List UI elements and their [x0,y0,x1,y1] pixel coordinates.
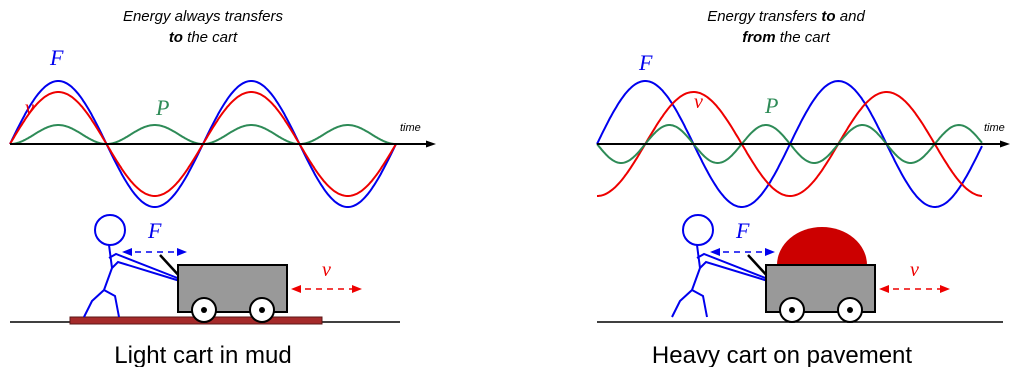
right-velocity-label: v [694,91,703,113]
right-velocity-wave [597,91,983,197]
right-power-label: P [764,93,778,118]
left-caption-line2: to the cart [169,29,238,46]
right-force-arrow [710,248,775,256]
left-power-wave [10,124,396,145]
left-force-label: F [49,45,64,70]
right-velocity-arrow [879,285,950,293]
right-cart-axle-front [789,307,795,313]
left-power-label: P [155,95,169,120]
left-cart-force-label: F [147,218,162,243]
right-force-label: F [638,50,653,75]
left-velocity-label: v [25,97,34,119]
left-cart-axle-rear [259,307,265,313]
right-axis-arrowhead [1000,140,1010,148]
left-person-head [94,214,126,246]
right-caption-line2: from the cart [742,29,830,46]
right-person-body [671,244,769,318]
right-panel: Energy transfers to and from the cart ti… [596,8,1010,367]
left-caption-line1: Energy always transfers [123,8,284,25]
left-person-body [83,244,181,318]
left-cart [159,254,288,323]
right-bottom-label: Heavy cart on pavement [652,342,912,367]
left-bottom-label: Light cart in mud [114,342,291,367]
left-person [83,214,181,318]
right-cart-load [777,227,867,265]
right-person [671,214,769,318]
left-velocity-arrow [291,285,362,293]
left-axis-label: time [400,122,421,134]
right-person-head [682,214,714,246]
left-cart-velocity-label: v [322,259,331,281]
left-axis-arrowhead [426,140,436,148]
left-force-arrow [122,248,187,256]
right-axis-label: time [984,122,1005,134]
left-cart-axle-front [201,307,207,313]
right-cart [747,227,876,323]
left-panel: Energy always transfers to the cart time… [9,8,436,367]
right-cart-velocity-label: v [910,259,919,281]
right-cart-axle-rear [847,307,853,313]
right-caption-line1: Energy transfers to and [707,8,865,25]
right-cart-force-label: F [735,218,750,243]
